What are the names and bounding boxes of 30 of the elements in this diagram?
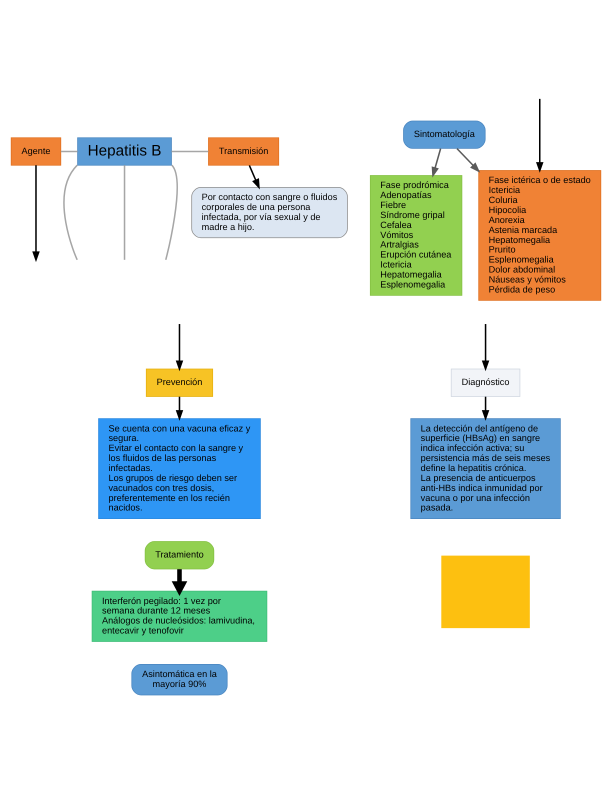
node-box: Se cuenta con una vacuna eficaz y segura. Evitar el contacto con la sangre y los fluidos de las personas infectadas. Los grupos de riesgo deben ser vacunados con tres dosis, preferentemente en los recién nacidos. [98,418,261,518]
connector [60,150,78,152]
node-box: Hepatitis B [77,136,172,166]
arrow [176,324,184,371]
arrow [432,148,442,178]
arrow [248,164,260,189]
connector [63,164,78,260]
node-box: La detección del antígeno de superficie (HBsAg) en sangre indica infección activa; su persistencia más de seis meses define la hepatitis crónica. La presencia de anticuerpos anti-HBs indica inmunidad por vacuna o por una infección pasada. [410,418,561,518]
arrow [176,396,184,420]
node-box: Transmisión [208,136,280,166]
node-box: Por contacto con sangre o fluidos corporales de una persona infectada, por vía sexual y de madre a hijo. [191,186,348,238]
node-box [441,555,530,628]
connector [124,164,126,260]
node-box: Fase ictérica o de estado Ictericia Coluria Hipocolia Anorexia Astenia marcada Hepatomegalia Prurito Esplenomegalia Dolor abdominal Náuseas y vómitos Pérdida de peso [478,170,602,300]
node-box: Agente [10,136,62,166]
node-box: Sintomatología [403,120,486,148]
arrow [172,568,188,596]
arrow [482,396,490,420]
node-box: Tratamiento [144,540,214,569]
arrow [456,148,480,172]
node-box: Interferón pegilado: 1 vez por semana durante 12 meses Análogos de nucleósidos: lamivudina, entecavir y tenofovir [92,590,268,642]
connector [172,150,208,152]
node-box: Fase prodrómica Adenopatías Fiebre Síndrome gripal Cefalea Vómitos Artralgias Erupción cutánea Ictericia Hepatomegalia Esplenomegalia [370,174,462,296]
node-box: Diagnóstico [450,368,520,396]
node-box: Asintomática en la mayoría 90% [131,664,228,695]
arrow [536,98,544,172]
arrow [482,324,490,371]
arrow [32,164,40,262]
connector [165,164,178,260]
node-box: Prevención [146,368,214,396]
